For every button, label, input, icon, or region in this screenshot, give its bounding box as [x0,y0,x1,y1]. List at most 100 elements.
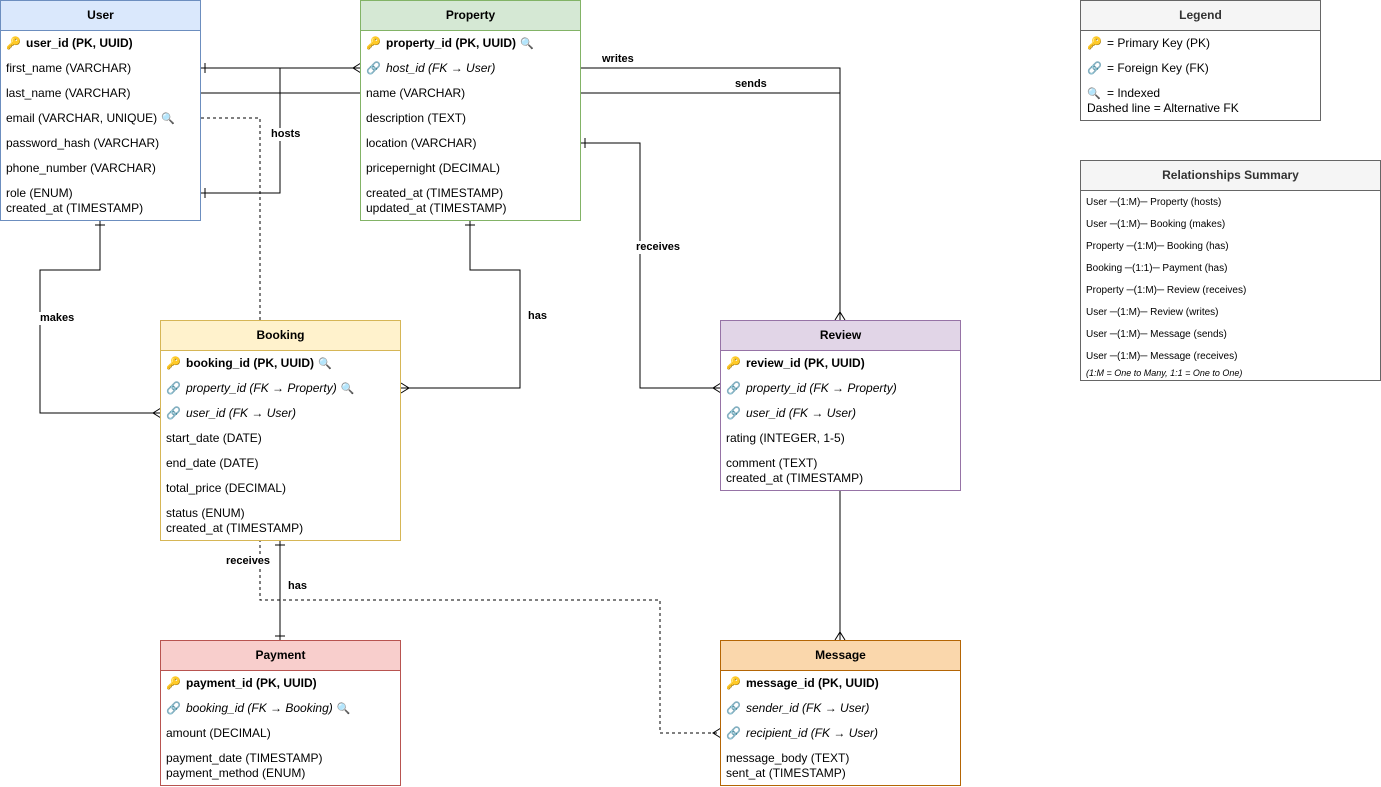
summary-item: Booking ─(1:1)─ Payment (has) [1086,263,1228,274]
label-hosts: hosts [270,128,302,141]
sends-message-many [834,631,846,641]
field[interactable]: payment_date (TIMESTAMP) [166,751,323,765]
field[interactable]: amount (DECIMAL) [166,726,271,740]
field-text: user_id (PK, UUID) [26,36,133,50]
key-icon: 🔑 [726,676,741,690]
field-text: total_price (DECIMAL) [166,481,287,495]
field-text: host_id (FK → User) [386,61,496,75]
legend-fk-text: = Foreign Key (FK) [1107,61,1209,75]
field-text: payment_method (ENUM) [166,766,306,780]
field-text: booking_id (FK → Booking) [186,701,333,715]
field[interactable]: pricepernight (DECIMAL) [366,161,500,175]
field-text: name (VARCHAR) [366,86,466,100]
primary-key-field[interactable]: 🔑 user_id (PK, UUID) [6,36,133,50]
summary-item: Property ─(1:M)─ Booking (has) [1086,241,1229,252]
field[interactable]: description (TEXT) [366,111,466,125]
field[interactable]: first_name (VARCHAR) [6,61,131,75]
magnifier-icon: 🔍 [336,703,351,715]
link-icon: 🔗 [726,701,741,715]
entity-title: Payment [161,641,400,671]
entity-title: Booking [161,321,400,351]
primary-key-field[interactable]: 🔑booking_id (PK, UUID)🔍 [166,356,338,371]
line-property-booking [401,221,521,389]
field-text: comment (TEXT) [726,456,818,470]
link-icon: 🔗 [366,61,381,75]
field[interactable]: comment (TEXT) [726,456,817,470]
foreign-key-field[interactable]: 🔗 sender_id (FK → User) [726,701,869,715]
foreign-key-field[interactable]: 🔗 host_id (FK → User) [366,61,495,75]
field-text: property_id (PK, UUID) [386,36,517,50]
field-text: location (VARCHAR) [366,136,477,150]
field[interactable]: created_at (TIMESTAMP) [166,521,303,535]
label-receives-review: receives [635,241,682,254]
summary-item: User ─(1:M)─ Message (receives) [1086,351,1238,362]
summary-note: (1:M = One to Many, 1:1 = One to One) [1086,368,1243,378]
field-text: created_at (TIMESTAMP) [6,201,144,215]
foreign-key-field[interactable]: 🔗 recipient_id (FK → User) [726,726,878,740]
primary-key-field[interactable]: 🔑payment_id (PK, UUID) [166,676,317,690]
key-icon: 🔑 [6,36,21,50]
field[interactable]: created_at (TIMESTAMP) [6,201,143,215]
foreign-key-field[interactable]: 🔗property_id (FK → Property) [726,381,897,395]
foreign-key-field[interactable]: 🔗property_id (FK → Property)🔍 [166,381,361,396]
key-icon: 🔑 [366,36,381,50]
field[interactable]: message_body (TEXT) [726,751,849,765]
link-icon: 🔗 [166,381,181,395]
field-text: password_hash (VARCHAR) [6,136,160,150]
makes-booking-many [152,407,162,419]
field[interactable]: created_at (TIMESTAMP) [366,186,503,200]
field[interactable]: updated_at (TIMESTAMP) [366,201,507,215]
foreign-key-field[interactable]: 🔗user_id (FK → User) [166,406,296,420]
entity-message[interactable]: Message 🔑message_id (PK, UUID)🔗sender_id… [720,640,961,786]
primary-key-field[interactable]: 🔑review_id (PK, UUID) [726,356,865,370]
field[interactable]: status (ENUM) [166,506,245,520]
field-text: email (VARCHAR, UNIQUE) [6,111,158,125]
field[interactable]: created_at (TIMESTAMP) [726,471,863,485]
relationships-summary-panel: Relationships Summary User ─(1:M)─ Prope… [1080,160,1381,381]
field-text: start_date (DATE) [166,431,262,445]
entity-payment[interactable]: Payment 🔑payment_id (PK, UUID) 🔗 booking_i… [160,640,401,786]
field-text: description (TEXT) [366,111,467,125]
magnifier-icon: 🔍 [340,383,355,395]
magnifier-icon: 🔍 [520,38,534,50]
field-text: recipient_id (FK → User) [746,726,879,740]
foreign-key-field[interactable]: 🔗 booking_id (FK → Booking)🔍 [166,701,357,716]
field[interactable]: last_name (VARCHAR) [6,86,130,100]
property-booking-many [400,382,410,394]
field[interactable]: name (VARCHAR) [366,86,465,100]
link-icon: 🔗 [166,701,181,715]
label-makes: makes [39,312,76,325]
key-icon: 🔑 [726,356,741,370]
field[interactable]: payment_method (ENUM) [166,766,305,780]
field-text: phone_number (VARCHAR) [6,161,156,175]
magnifier-icon: 🔍 [1087,88,1101,100]
field[interactable]: email (VARCHAR, UNIQUE)🔍 [6,111,181,126]
entity-property[interactable]: Property 🔑property_id (PK, UUID)🔍🔗host_i… [360,0,581,221]
field[interactable]: phone_number (VARCHAR) [6,161,156,175]
property-review-many [712,382,722,394]
primary-key-field[interactable]: 🔑 message_id (PK, UUID) [726,676,879,690]
field-text: sender_id (FK → User) [746,701,870,715]
field[interactable]: end_date (DATE) [166,456,259,470]
field[interactable]: sent_at (TIMESTAMP) [726,766,846,780]
entity-review[interactable]: Review 🔑review_id (PK, UUID)🔗property_id… [720,320,961,491]
field[interactable]: start_date (DATE) [166,431,262,445]
field-text: message_id (PK, UUID) [746,676,879,690]
field-text: property_id (FK → Property) [746,381,897,395]
entity-user[interactable]: User 🔑user_id (PK, UUID)first_name (VARC… [0,0,201,221]
field-text: updated_at (TIMESTAMP) [366,201,507,215]
field[interactable]: total_price (DECIMAL) [166,481,286,495]
field[interactable]: password_hash (VARCHAR) [6,136,159,150]
label-receives-message: receives [225,555,272,568]
entity-title: Review [721,321,960,351]
foreign-key-field[interactable]: 🔗user_id (FK → User) [726,406,856,420]
field[interactable]: rating (INTEGER, 1-5) [726,431,845,445]
entity-booking[interactable]: Booking 🔑booking_id (PK, UUID)🔍 🔗property… [160,320,401,541]
summary-item: Property ─(1:M)─ Review (receives) [1086,285,1247,296]
link-icon: 🔗 [726,406,741,420]
field[interactable]: role (ENUM) [6,186,73,200]
primary-key-field[interactable]: 🔑 property_id (PK, UUID)🔍 [366,36,540,51]
field[interactable]: location (VARCHAR) [366,136,476,150]
key-icon: 🔑 [166,676,181,690]
link-icon: 🔗 [726,726,741,740]
